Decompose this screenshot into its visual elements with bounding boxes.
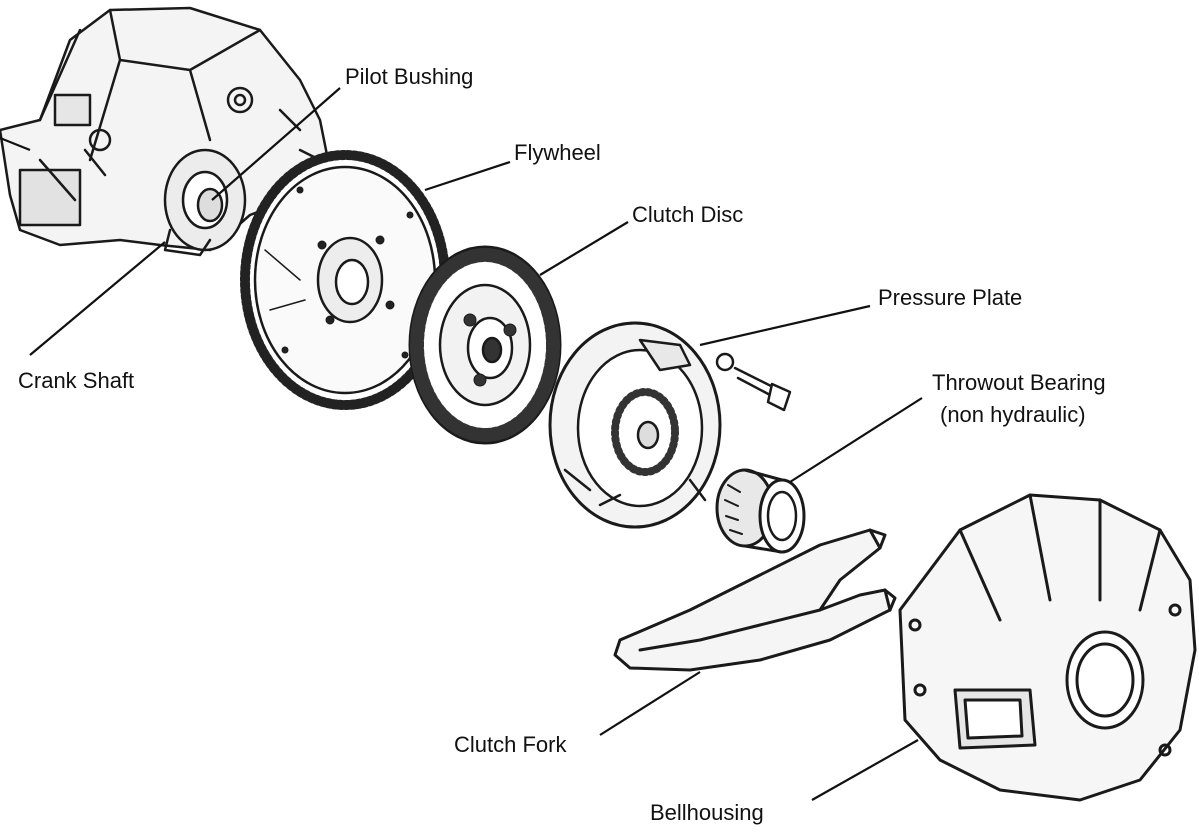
label-clutch-fork: Clutch Fork — [454, 732, 567, 757]
leader-crank-shaft — [29, 241, 166, 356]
label-pressure-plate: Pressure Plate — [878, 285, 1022, 310]
label-throwout-bearing-line1: Throwout Bearing — [932, 370, 1106, 395]
label-throwout-bearing-line2: (non hydraulic) — [940, 402, 1086, 427]
leader-throwout-bearing — [789, 397, 923, 483]
leader-engine-left — [0, 136, 31, 152]
leader-lines — [0, 87, 923, 801]
throwout-bearing — [715, 468, 806, 554]
clutch-fork — [613, 528, 897, 672]
label-clutch-disc: Clutch Disc — [632, 202, 743, 227]
leader-clutch-disc — [539, 221, 629, 276]
leader-pilot-bushing — [211, 87, 341, 201]
engine-block — [0, 6, 332, 257]
label-pilot-bushing: Pilot Bushing — [345, 64, 473, 89]
label-crank-shaft: Crank Shaft — [18, 368, 134, 393]
label-flywheel: Flywheel — [514, 140, 601, 165]
labels: Pilot Bushing Flywheel Clutch Disc Press… — [18, 64, 1106, 825]
clutch-disc — [408, 245, 562, 445]
label-bellhousing: Bellhousing — [650, 800, 764, 825]
pressure-plate-bolt — [715, 352, 792, 412]
leader-flywheel — [424, 160, 511, 192]
leader-pressure-plate — [699, 304, 871, 347]
bellhousing — [898, 493, 1197, 802]
leader-bellhousing — [811, 739, 919, 801]
leader-clutch-fork — [599, 671, 701, 736]
pressure-plate — [548, 321, 792, 529]
